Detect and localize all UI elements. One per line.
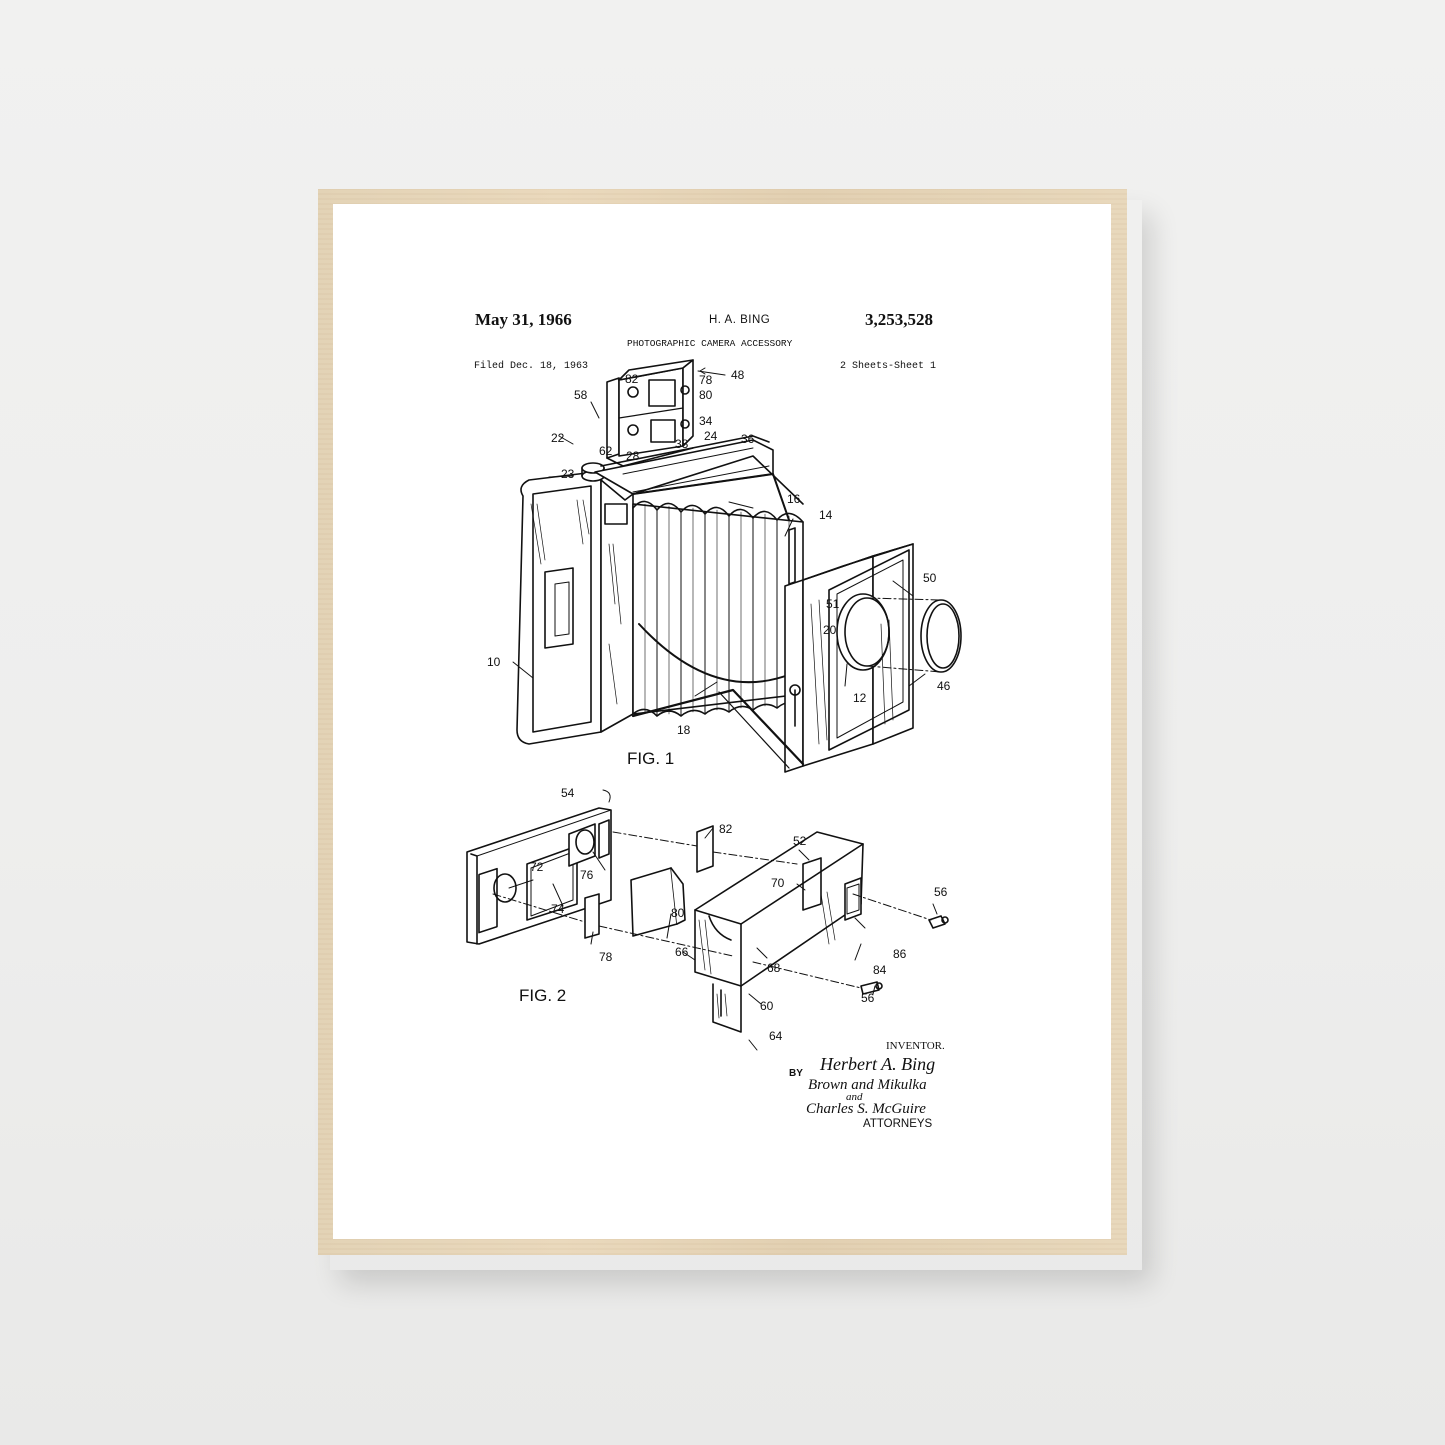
filed-date: Filed Dec. 18, 1963 bbox=[474, 361, 589, 372]
svg-text:12: 12 bbox=[853, 691, 867, 705]
svg-text:51: 51 bbox=[826, 597, 840, 611]
svg-text:86: 86 bbox=[893, 947, 907, 961]
svg-text:22: 22 bbox=[551, 431, 565, 445]
svg-text:23: 23 bbox=[561, 467, 575, 481]
svg-text:34: 34 bbox=[699, 414, 713, 428]
patent-print: May 31, 1966 H. A. BING 3,253,528 PHOTOG… bbox=[333, 204, 1111, 1239]
svg-text:72: 72 bbox=[530, 860, 544, 874]
fig2-labels: 54 82 52 72 76 70 74 80 56 78 66 68 86 8… bbox=[519, 786, 948, 1043]
fig1-labels: 48 82 78 80 58 22 62 28 38 34 24 36 23 1… bbox=[487, 368, 951, 768]
patent-number: 3,253,528 bbox=[865, 310, 933, 329]
svg-text:56: 56 bbox=[861, 991, 875, 1005]
patent-title: PHOTOGRAPHIC CAMERA ACCESSORY bbox=[627, 338, 793, 349]
svg-text:82: 82 bbox=[719, 822, 733, 836]
svg-text:74: 74 bbox=[551, 902, 565, 916]
svg-text:70: 70 bbox=[771, 876, 785, 890]
sheet-count: 2 Sheets-Sheet 1 bbox=[840, 361, 937, 372]
svg-text:82: 82 bbox=[625, 372, 639, 386]
patent-drawing: 48 82 78 80 58 22 62 28 38 34 24 36 23 1… bbox=[466, 359, 962, 1051]
svg-text:46: 46 bbox=[937, 679, 951, 693]
svg-text:16: 16 bbox=[787, 492, 801, 506]
svg-text:80: 80 bbox=[671, 906, 685, 920]
svg-text:24: 24 bbox=[704, 429, 718, 443]
fig1-caption: FIG. 1 bbox=[627, 749, 674, 768]
fig2-leader-lines bbox=[508, 789, 938, 1051]
svg-text:38: 38 bbox=[675, 437, 689, 451]
svg-text:56: 56 bbox=[934, 885, 948, 899]
patent-date: May 31, 1966 bbox=[475, 310, 572, 329]
svg-text:10: 10 bbox=[487, 655, 501, 669]
svg-text:20: 20 bbox=[823, 623, 837, 637]
svg-text:62: 62 bbox=[599, 444, 613, 458]
by-label: BY bbox=[789, 1068, 803, 1079]
svg-text:64: 64 bbox=[769, 1029, 783, 1043]
inventor-signature: Herbert A. Bing bbox=[820, 1054, 936, 1074]
svg-text:78: 78 bbox=[599, 950, 613, 964]
frame-inner: May 31, 1966 H. A. BING 3,253,528 PHOTOG… bbox=[333, 204, 1111, 1239]
svg-text:68: 68 bbox=[767, 961, 781, 975]
fig1-leader-lines bbox=[512, 367, 926, 697]
svg-text:48: 48 bbox=[731, 368, 745, 382]
svg-text:50: 50 bbox=[923, 571, 937, 585]
svg-text:54: 54 bbox=[561, 786, 575, 800]
attorney-signature-1: Brown and Mikulka bbox=[808, 1077, 927, 1093]
svg-text:58: 58 bbox=[574, 388, 588, 402]
svg-text:78: 78 bbox=[699, 373, 713, 387]
svg-text:66: 66 bbox=[675, 945, 689, 959]
svg-text:60: 60 bbox=[760, 999, 774, 1013]
attorney-and: and bbox=[846, 1091, 863, 1103]
attorney-signature-2: Charles S. McGuire bbox=[806, 1101, 926, 1117]
svg-text:52: 52 bbox=[793, 834, 807, 848]
svg-text:36: 36 bbox=[741, 432, 755, 446]
inventor-header: H. A. BING bbox=[709, 314, 771, 326]
picture-frame: May 31, 1966 H. A. BING 3,253,528 PHOTOG… bbox=[318, 189, 1127, 1255]
attorneys-label: ATTORNEYS bbox=[863, 1118, 933, 1130]
svg-text:80: 80 bbox=[699, 388, 713, 402]
fig2-exploded-illustration bbox=[466, 807, 949, 1033]
svg-text:28: 28 bbox=[626, 449, 640, 463]
inventor-label: INVENTOR. bbox=[886, 1040, 945, 1052]
fig2-caption: FIG. 2 bbox=[519, 986, 566, 1005]
svg-text:76: 76 bbox=[580, 868, 594, 882]
fig1-camera-illustration bbox=[516, 359, 962, 773]
svg-text:84: 84 bbox=[873, 963, 887, 977]
svg-text:14: 14 bbox=[819, 508, 833, 522]
svg-text:18: 18 bbox=[677, 723, 691, 737]
